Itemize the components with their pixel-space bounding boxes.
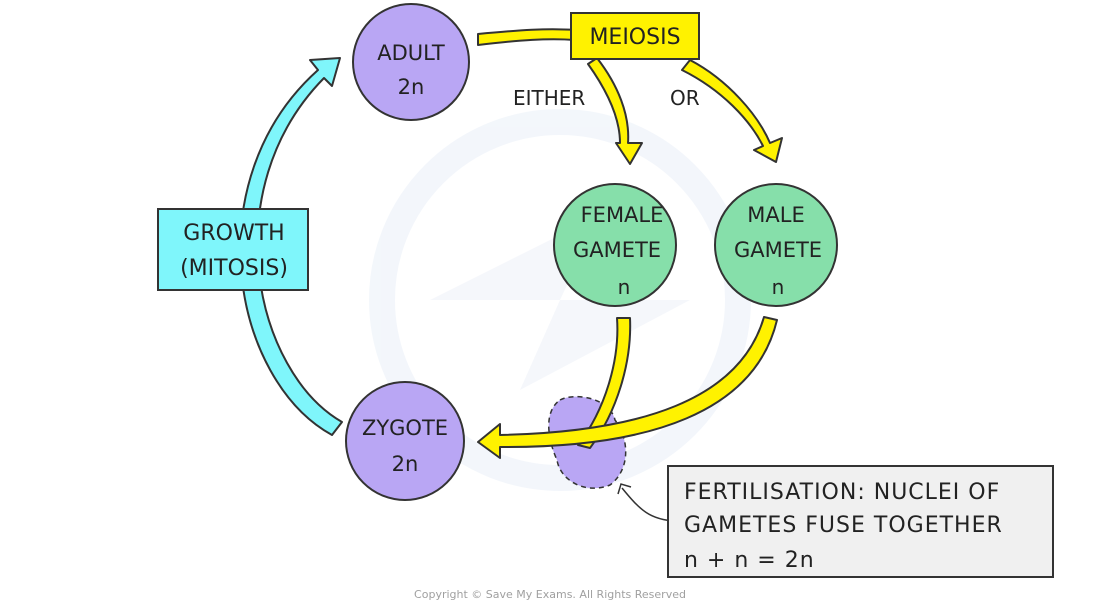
male-to-zygote-arrow (477, 316, 778, 459)
mitosis-label: (MITOSIS) (180, 256, 288, 281)
note-line-1: FERTILISATION: NUCLEI OF (684, 480, 1000, 505)
male-gamete-node: MALE GAMETE n (714, 183, 838, 307)
female-gamete-node: FEMALE GAMETE n (553, 183, 677, 307)
female-ploidy: n (618, 275, 631, 299)
or-label: OR (670, 86, 700, 110)
female-to-zygote-arrow (577, 317, 632, 449)
female-label: FEMALE (581, 203, 664, 227)
adult-label: ADULT (377, 41, 445, 65)
fertilisation-note: FERTILISATION: NUCLEI OF GAMETES FUSE TO… (667, 465, 1054, 578)
zygote-node: ZYGOTE 2n (345, 381, 465, 501)
growth-box: GROWTH (MITOSIS) (157, 208, 309, 291)
meiosis-to-male-arrow (681, 59, 783, 163)
adult-to-meiosis-arrow (477, 28, 576, 46)
adult-node: ADULT 2n (352, 3, 470, 121)
male-ploidy: n (772, 275, 785, 299)
meiosis-to-female-arrow (587, 57, 643, 165)
male-gamete-label: GAMETE (734, 238, 822, 262)
watermark-logo (369, 109, 751, 491)
growth-label: GROWTH (183, 221, 284, 246)
copyright-text: Copyright © Save My Exams. All Rights Re… (414, 588, 686, 601)
adult-ploidy: 2n (398, 75, 425, 99)
note-line-2: GAMETES FUSE TOGETHER (684, 513, 1003, 538)
meiosis-box: MEIOSIS (570, 12, 700, 60)
either-label: EITHER (513, 86, 585, 110)
zygote-label: ZYGOTE (362, 416, 448, 440)
meiosis-label: MEIOSIS (589, 25, 680, 50)
note-line-3: n + n = 2n (684, 548, 815, 573)
zygote-ploidy: 2n (392, 452, 419, 476)
growth-arrow (239, 57, 343, 436)
male-label: MALE (747, 203, 804, 227)
female-gamete-label: GAMETE (573, 238, 661, 262)
